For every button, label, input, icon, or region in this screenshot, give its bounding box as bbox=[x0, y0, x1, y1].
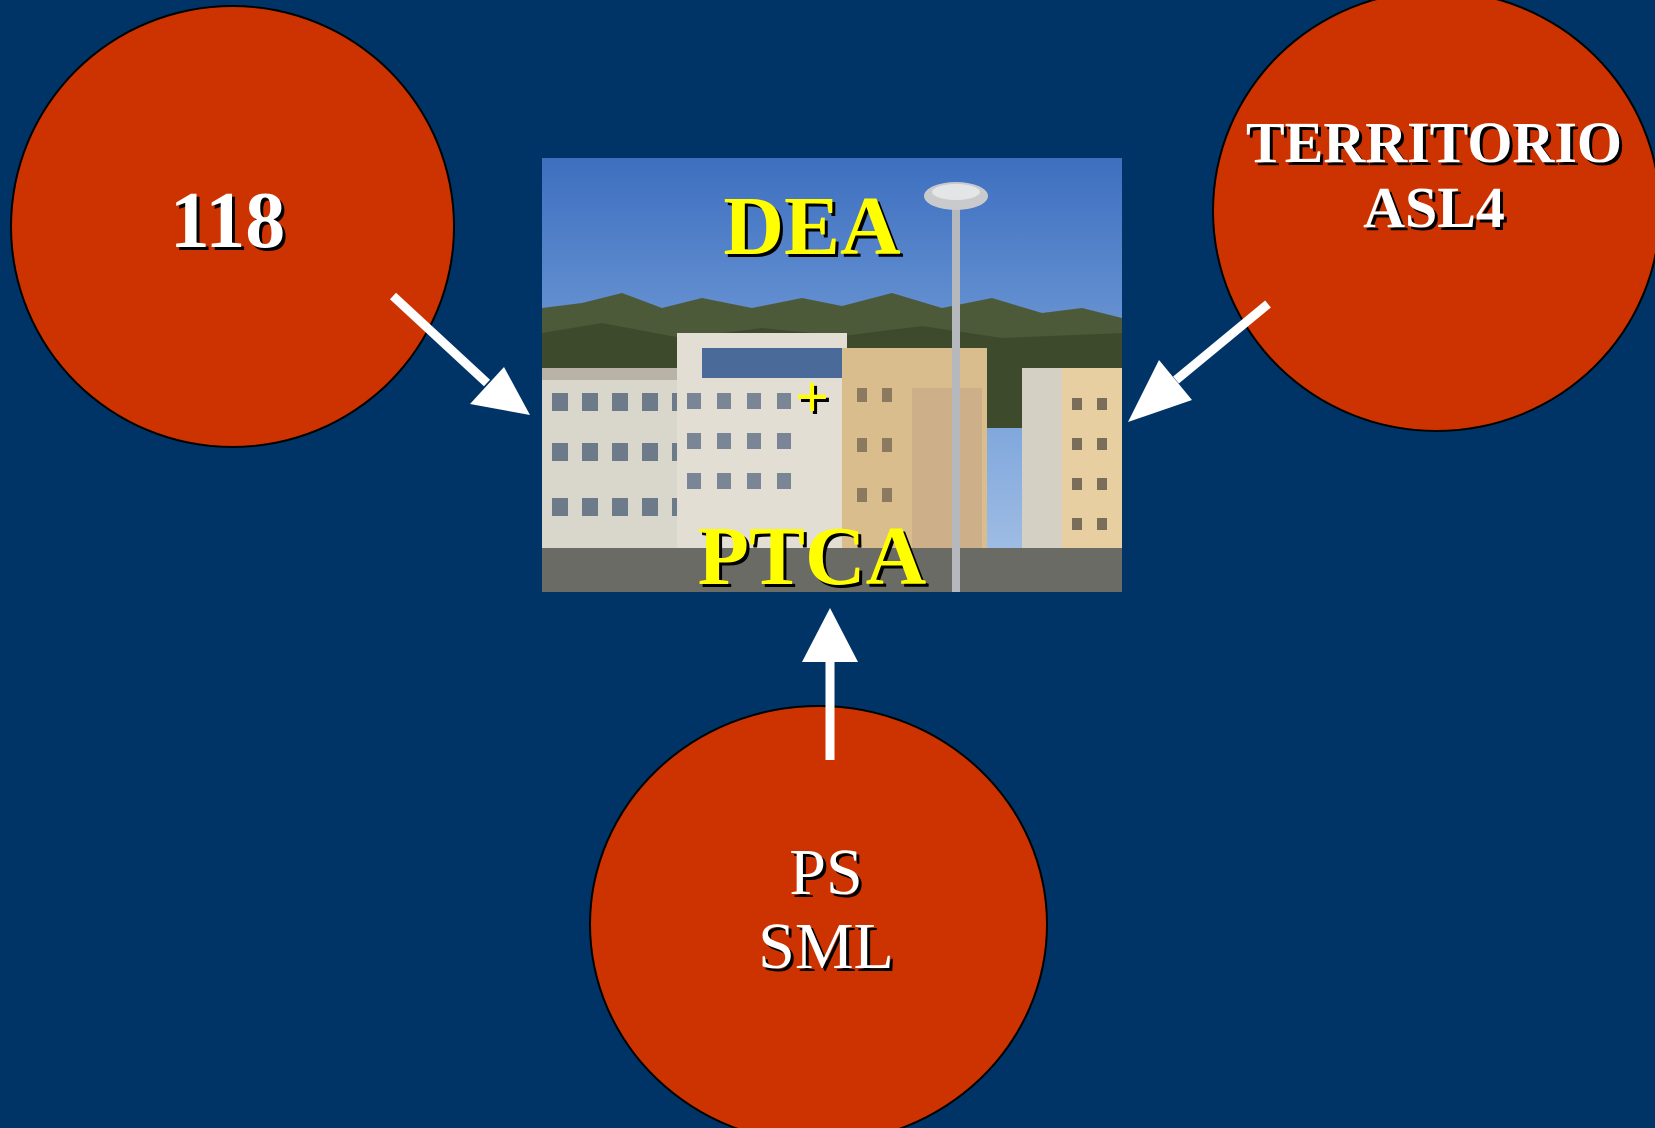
node-territorio-line-1: TERRITORIO bbox=[1245, 110, 1623, 176]
node-118-text: 118 bbox=[169, 177, 286, 265]
ptca-label: PTCA bbox=[697, 510, 927, 592]
node-ps-sml: PS SML bbox=[589, 705, 1048, 1128]
hospital-photo: DEA + PTCA bbox=[542, 158, 1122, 592]
node-territorio-line-2: ASL4 bbox=[1363, 175, 1505, 240]
node-118-label: 118 bbox=[170, 176, 286, 267]
node-ps-label: PS SML bbox=[758, 836, 894, 984]
hospital-building-image bbox=[542, 158, 1122, 592]
node-territorio-label: TERRITORIO ASL4 bbox=[1245, 110, 1623, 241]
node-territorio-asl4: TERRITORIO ASL4 bbox=[1212, 0, 1655, 432]
dea-label: DEA bbox=[723, 180, 901, 273]
node-ps-line-2: SML bbox=[758, 909, 894, 983]
node-118: 118 bbox=[10, 5, 455, 448]
node-ps-line-1: PS bbox=[789, 835, 863, 909]
plus-label: + bbox=[794, 364, 830, 430]
